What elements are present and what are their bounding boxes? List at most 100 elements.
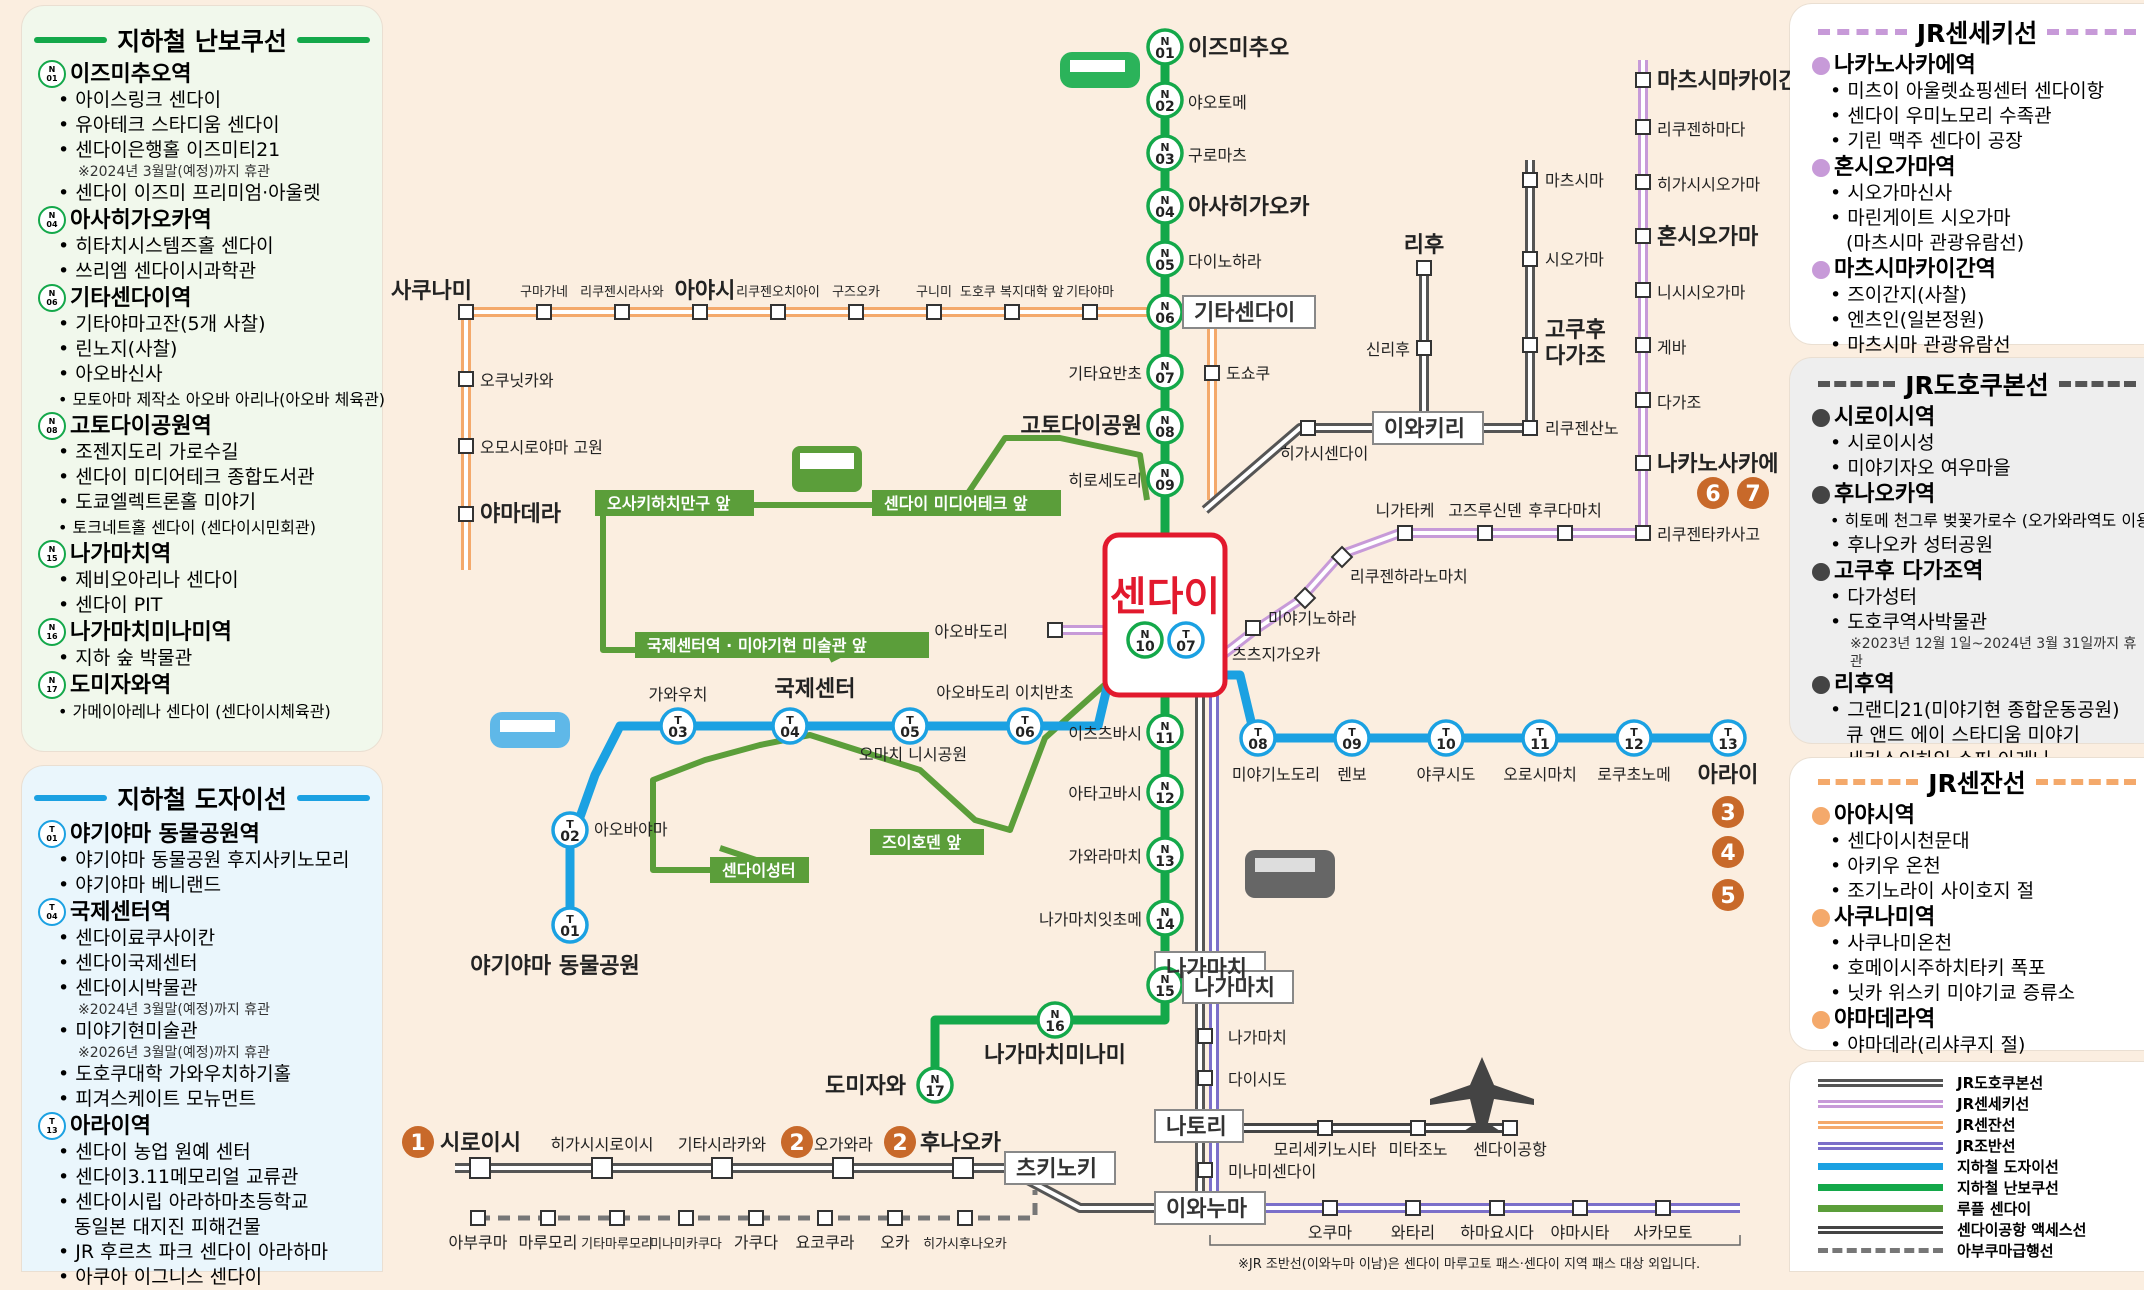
tozai-station-badge	[1615, 719, 1653, 757]
tozai-station-badge-letter: T	[786, 714, 794, 727]
attraction-item: • 그랜디21(미야기현 종합운동공원)	[1830, 699, 2120, 721]
nambuku-station-badge-letter: N	[1160, 35, 1169, 48]
station-name: 나가마치미나미역	[70, 619, 232, 645]
nambuku-station-label: 나가마치잇초메	[1039, 910, 1142, 929]
footnote-bracket	[1209, 1235, 1741, 1246]
station-name: 마츠시마카이간역	[1834, 257, 1996, 282]
footnote-text: ※JR 조반선(이와누마 이남)은 센다이 마루고토 패스·센다이 지역 패스 …	[1238, 1257, 1700, 1271]
abukuma-station-label: 기타마루모리	[581, 1237, 653, 1252]
abukuma-station-label: 가쿠다	[734, 1233, 778, 1252]
senseki-station	[1477, 525, 1493, 541]
tozai-station-badge-number: 03	[668, 725, 687, 741]
tozai-station-badge	[1333, 719, 1371, 757]
tozai-station-badge-number: 09	[1342, 737, 1361, 753]
station-name: 도미자와역	[70, 672, 172, 698]
attraction-item: • 센다이 농업 원예 센터	[58, 1141, 251, 1163]
attraction-item: • 린노지(사찰)	[58, 338, 178, 360]
airport-station-label: 미타조노	[1389, 1140, 1448, 1159]
station-name: 리후역	[1834, 672, 1895, 697]
badge-number: 15	[46, 554, 58, 563]
abukuma-station	[817, 1210, 833, 1226]
badge-number: 01	[46, 834, 58, 843]
attraction-item: • 도호쿠대학 가와우치하기홀	[58, 1063, 292, 1085]
senseki-station	[1635, 455, 1651, 471]
attraction-item: • 호메이시주하치타키 폭포	[1830, 957, 2046, 979]
nambuku-station-badge-letter: N	[1160, 906, 1169, 919]
area-number-circle-text: 2	[789, 1131, 804, 1156]
attraction-item: • 센다이 PIT	[58, 594, 163, 616]
senzan-station	[1004, 304, 1020, 320]
nambuku-station-label: 기타요반초	[1068, 364, 1142, 383]
nambuku-station-badge	[1146, 28, 1184, 66]
senseki-station-label: 혼시오가마	[1657, 225, 1759, 250]
senseki-station-label: 게바	[1657, 338, 1687, 357]
area-number-circle-text: 2	[892, 1131, 907, 1156]
senzan-station-label: 오쿠닛카와	[480, 371, 554, 390]
legend-row: 지하철 난보쿠선	[1818, 1177, 2144, 1198]
tohoku-south-label: 후나오카	[920, 1131, 1001, 1156]
tozai-station-badge-letter: T	[906, 714, 914, 727]
legend-label: JR조반선	[1957, 1137, 2016, 1155]
attraction-item: 큐 앤드 에이 스타디움 미야기	[1846, 724, 2080, 746]
joban-station-label: 츠츠지가오카	[1232, 645, 1321, 664]
tozai-station-badge-number: 02	[560, 829, 579, 845]
attraction-item: • 미츠이 아울렛쇼핑센터 센다이항	[1830, 80, 2105, 102]
nambuku-station-label: 나가마치미나미	[984, 1043, 1126, 1068]
senzan-panel-title: JR센잔선	[1928, 769, 2026, 798]
nambuku-station-badge-letter: N	[1160, 360, 1169, 373]
abukuma-station	[470, 1210, 486, 1226]
tozai-station-label: 가와우치	[649, 685, 708, 704]
tozai-station-badge	[771, 707, 809, 745]
attraction-item: • 히타치시스템즈홀 센다이	[58, 235, 274, 257]
bus-stop-label: 센다이 미디어테크 앞	[884, 494, 1028, 513]
nambuku-station-badge	[1146, 836, 1184, 874]
station-name: 아라이역	[70, 1113, 151, 1139]
sendai-tozai-badge-number: 07	[1176, 639, 1195, 655]
abukuma-station-label: 오카	[880, 1233, 910, 1252]
tohoku-station-label: 히가시센다이	[1280, 444, 1368, 463]
line-dot-icon	[1812, 158, 1830, 177]
joban-station-label: 오쿠마	[1308, 1223, 1352, 1242]
senseki-station-label: 니가타케	[1376, 501, 1435, 520]
senseki-info-panel: JR센세키선 나카노사카에역• 미츠이 아울렛쇼핑센터 센다이항• 센다이 우미…	[1790, 4, 2144, 356]
senzan-panel-header: JR센잔선	[1818, 764, 2136, 800]
station-name: 고쿠후 다가조역	[1834, 559, 1984, 584]
tozai-station-badge-letter: T	[1724, 726, 1732, 739]
iwakiri-label: 이와키리	[1384, 417, 1465, 442]
legend-row: JR센세키선	[1818, 1093, 2144, 1114]
joban-station-label: 나가마치	[1228, 1028, 1287, 1047]
attraction-item: • 사쿠나미온천	[1830, 932, 1953, 954]
joban-station-label: 다이시도	[1228, 1070, 1287, 1089]
nambuku-station-badge-number: 17	[925, 1084, 944, 1100]
legend-line-swatch	[1818, 1225, 1943, 1234]
tozai-station-label: 아오바도리 이치반초	[936, 683, 1074, 702]
area-number-circle-text: 4	[1720, 841, 1735, 866]
nambuku-station-label: 이츠츠바시	[1068, 724, 1142, 743]
airport-plane-icon	[1430, 1057, 1534, 1131]
line-dot-icon	[1812, 675, 1830, 694]
senseki-station-label: 아오바도리	[934, 622, 1008, 641]
senzan-station-label: 아야시	[675, 279, 736, 304]
tozai-station-label: 야쿠시도	[1417, 765, 1476, 784]
jr-train-window	[1255, 858, 1315, 872]
abukuma-station	[957, 1210, 973, 1226]
tohoku-station-label: 다가조	[1545, 344, 1606, 369]
natori-box: 나토리	[1166, 1115, 1227, 1140]
tozai-station-label: 렌보	[1337, 765, 1366, 784]
attraction-item: • 미야기자오 여우마을	[1830, 457, 2011, 479]
senseki-station	[1635, 228, 1651, 244]
senseki-station	[1330, 545, 1354, 569]
attraction-item: • 아쿠아 이그니스 센다이	[58, 1266, 263, 1288]
loople-bus-window	[800, 453, 854, 469]
senseki-station-label: 리쿠젠하라노마치	[1350, 567, 1468, 586]
attraction-item: • 후나오카 성터공원	[1830, 534, 1994, 556]
senseki-station	[1635, 282, 1651, 298]
nambuku-station-label: 가와라마치	[1068, 847, 1142, 866]
tozai-station-badge-number: 10	[1436, 737, 1456, 753]
